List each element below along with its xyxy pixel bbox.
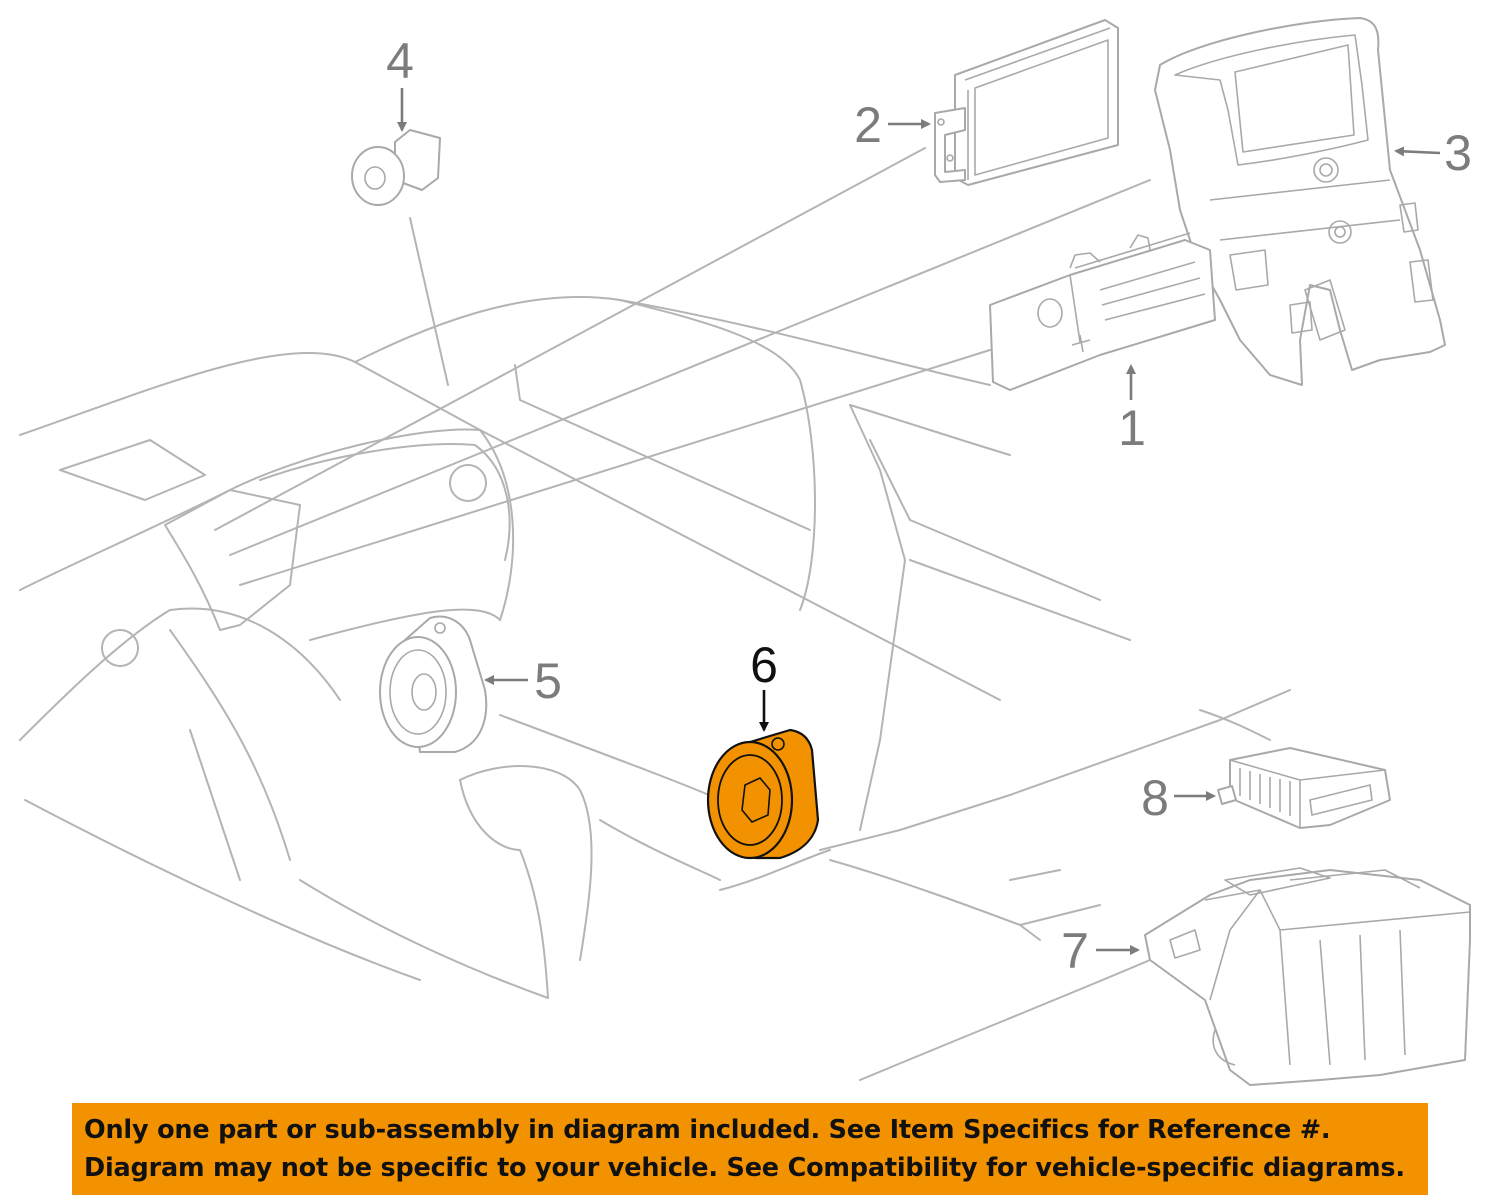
callout-3-label: 3 <box>1444 125 1472 181</box>
part-3-console-bezel <box>1154 17 1446 386</box>
callout-8-label: 8 <box>1141 770 1169 826</box>
part-2-display <box>934 19 1119 186</box>
part-4-tweeter <box>351 129 441 206</box>
part-6-speaker-highlighted <box>706 728 820 860</box>
callout-3: 3 <box>1394 125 1472 181</box>
callout-1: 1 <box>1118 364 1146 456</box>
callout-6: 6 <box>750 637 778 732</box>
callout-2-label: 2 <box>854 97 882 153</box>
disclaimer-line-2: Diagram may not be specific to your vehi… <box>84 1153 1405 1183</box>
callout-7: 7 <box>1061 923 1140 979</box>
part-7-module <box>1144 867 1471 1086</box>
callout-5-label: 5 <box>534 653 562 709</box>
callout-4: 4 <box>386 33 414 132</box>
callout-7-label: 7 <box>1061 923 1089 979</box>
dashboard-outline <box>19 296 1291 1081</box>
callout-1-label: 1 <box>1118 400 1146 456</box>
callout-2: 2 <box>854 97 931 153</box>
leader-lines <box>214 147 1151 586</box>
callout-6-label: 6 <box>750 637 778 693</box>
part-8-module <box>1217 747 1391 829</box>
disclaimer-line-1: Only one part or sub-assembly in diagram… <box>84 1115 1331 1145</box>
disclaimer-banner: Only one part or sub-assembly in diagram… <box>72 1103 1428 1195</box>
callout-8: 8 <box>1141 770 1216 826</box>
callout-4-label: 4 <box>386 33 414 89</box>
part-5-speaker <box>379 615 488 753</box>
callout-5: 5 <box>484 653 562 709</box>
part-1-radio <box>989 232 1216 391</box>
